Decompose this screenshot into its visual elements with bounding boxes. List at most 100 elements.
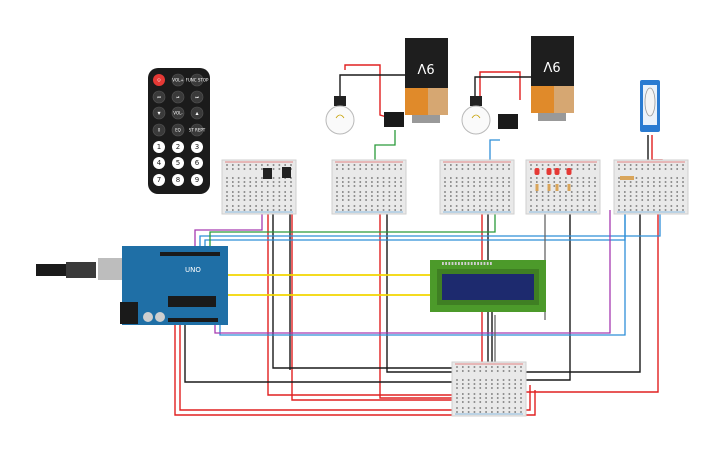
remote-digit-button[interactable]	[191, 157, 203, 169]
remote-digit-label: 7	[157, 176, 161, 184]
remote-button[interactable]	[171, 106, 185, 120]
wire-red	[520, 210, 659, 393]
wires	[174, 64, 663, 416]
wire-purple	[214, 210, 611, 334]
remote-digit-button[interactable]	[191, 174, 203, 186]
led	[566, 168, 572, 175]
wire-purple	[194, 210, 263, 248]
wire-black	[184, 325, 455, 383]
remote-digit-label: 9	[195, 176, 199, 184]
remote-button-label: ⏯	[176, 95, 179, 100]
remote-button[interactable]	[190, 106, 204, 120]
remote-power-button[interactable]	[153, 74, 165, 86]
remote-digit-label: 2	[176, 143, 180, 151]
wire-red	[479, 71, 521, 100]
remote-digit-label: 1	[157, 143, 161, 151]
remote-digit-button[interactable]	[153, 174, 165, 186]
battery-top	[405, 38, 448, 88]
remote-button[interactable]	[152, 106, 166, 120]
battery-left: 9V	[405, 38, 448, 123]
remote-digit-button[interactable]	[191, 141, 203, 153]
remote-button-label: ⏭	[195, 95, 199, 100]
light-bulb-right	[461, 96, 491, 135]
resistor	[567, 184, 571, 191]
wire-black	[525, 210, 641, 373]
resistor	[547, 184, 551, 191]
remote-digit-button[interactable]	[153, 157, 165, 169]
wire-red	[174, 325, 536, 416]
wire-red	[291, 210, 500, 401]
remote-button[interactable]	[152, 123, 166, 137]
led	[554, 168, 560, 175]
power-jack	[120, 302, 138, 324]
relay-right	[498, 114, 518, 129]
servo-motor	[640, 80, 660, 132]
ir-remote[interactable]: ⏻ VOL+FUNC STOP ⏮ ⏯ ⏭ ▼ VOL- ▲ 0 EQ ST REPT 1 2 3 4 5 6…	[148, 68, 210, 194]
arduino-uno: UNO	[36, 246, 228, 325]
remote-button[interactable]	[171, 73, 185, 87]
arduino-label: UNO	[185, 266, 201, 274]
remote-digit-label: 3	[195, 143, 199, 151]
resistor	[535, 184, 539, 191]
remote-button-label: ⏮	[157, 95, 161, 100]
resistor	[620, 176, 634, 180]
led-row	[534, 168, 572, 191]
wire-red	[267, 210, 460, 396]
wire-blue	[219, 210, 626, 336]
temperature-sensor	[282, 167, 291, 178]
lcd-screen	[442, 274, 534, 300]
remote-button[interactable]	[190, 73, 204, 87]
remote-digit-button[interactable]	[172, 157, 184, 169]
remote-digit-label: 4	[157, 159, 162, 167]
remote-button-label: ST REPT	[189, 128, 206, 133]
remote-button-label: ▲	[195, 111, 199, 116]
wire-green	[209, 210, 496, 248]
wire-red	[179, 325, 531, 411]
led	[534, 168, 540, 175]
atmega-chip	[168, 296, 216, 307]
remote-button[interactable]	[190, 90, 204, 104]
lcd-display	[430, 260, 546, 312]
battery-bottom	[405, 88, 448, 115]
battery-bottom	[531, 86, 574, 113]
remote-button-label: 0	[158, 128, 161, 133]
battery-label: 9V	[417, 60, 434, 75]
breadboard	[451, 361, 527, 417]
remote-button-label: FUNC STOP	[186, 78, 209, 83]
remote-button-label: ▼	[157, 111, 161, 116]
remote-button[interactable]	[190, 123, 204, 137]
breadboard	[439, 159, 515, 215]
remote-button-label: EQ	[175, 128, 181, 133]
usb-cable	[36, 264, 66, 276]
remote-buttons: VOL+FUNC STOP ⏮ ⏯ ⏭ ▼ VOL- ▲ 0 EQ ST REPT 1 2 3 4 5 6 7 8…	[152, 73, 209, 186]
wire-red	[379, 212, 470, 399]
power-icon: ⏻	[157, 78, 161, 83]
remote-digit-button[interactable]	[172, 174, 184, 186]
ir-receiver	[263, 168, 272, 179]
remote-button[interactable]	[171, 90, 185, 104]
remote-digit-label: 6	[195, 159, 200, 167]
led	[546, 168, 552, 175]
remote-button[interactable]	[152, 90, 166, 104]
breadboard	[331, 159, 407, 215]
remote-digit-label: 8	[176, 176, 180, 184]
light-bulb-left	[325, 96, 355, 135]
wire-black	[339, 74, 405, 100]
remote-button-label: VOL+	[172, 78, 183, 83]
battery-right: 9V	[531, 36, 574, 121]
breadboard	[613, 159, 689, 215]
wire-black	[272, 210, 455, 369]
battery-label: 9V	[543, 58, 560, 73]
remote-button[interactable]	[171, 123, 185, 137]
resistor	[555, 184, 559, 191]
remote-digit-button[interactable]	[153, 141, 165, 153]
remote-digit-label: 5	[176, 159, 180, 167]
wire-blue	[489, 139, 500, 160]
remote-button-label: VOL-	[173, 111, 183, 116]
wire-red	[344, 64, 391, 119]
remote-digit-button[interactable]	[172, 141, 184, 153]
wire-black	[474, 76, 535, 100]
battery-top	[531, 36, 574, 86]
